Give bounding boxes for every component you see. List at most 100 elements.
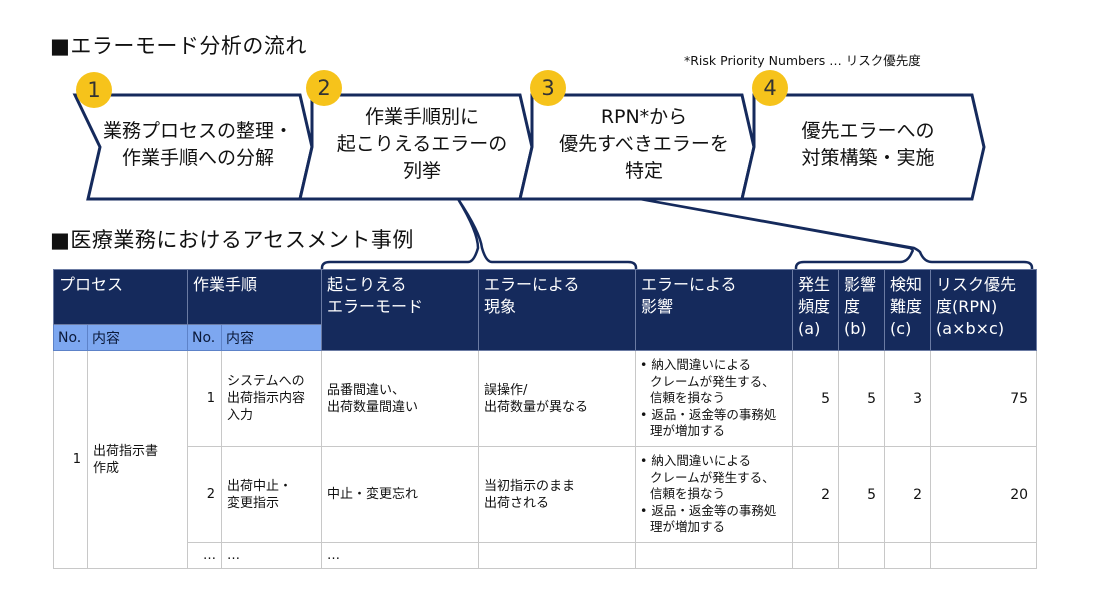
phenomenon-line-1: 当初指示のまま [484,478,576,494]
empty-cell [884,542,932,569]
impact: • 納入間違いによる クレームが発生する、 信頼を損なう • 返品・返金等の事務… [635,446,794,543]
step-content: システムへの 出荷指示内容 入力 [221,350,323,447]
impact-a-line-2: クレームが発生する、 [650,373,775,389]
header-rpn: リスク優先 度(RPN) (a×b×c) [930,269,1038,351]
header-influence-line-1: 影響 [844,275,877,294]
ellipsis-step-content: … [221,542,323,569]
empty-cell [635,542,794,569]
step-3-line-3: 特定 [624,160,663,182]
header-procedure: 作業手順 [187,269,323,325]
rpn-footnote: *Risk Priority Numbers … リスク優先度 [684,53,921,68]
impact-b-line-1: • 返品・返金等の事務処 [640,406,777,422]
table-row: 1 出荷指示書 作成 1 システムへの 出荷指示内容 入力 品番間違い、 出荷数… [53,350,1038,569]
subheader-procedure-no: No. [187,324,223,351]
phenomenon-line-2: 出荷数量が異なる [484,399,589,415]
error-mode: 品番間違い、 出荷数量間違い [321,350,480,447]
step-text-1: 業務プロセスの整理・ 作業手順への分解 [92,118,304,172]
header-rpn-line-1: リスク優先 [936,275,1017,294]
step-text-4: 優先エラーへの 対策構築・実施 [770,118,966,172]
step-content-line-3: 入力 [227,408,254,423]
header-influence-line-3: (b) [844,319,867,338]
assessment-table: プロセス 作業手順 起こりえる エラーモード エラーによる 現象 エラーによる … [52,269,1038,569]
header-frequency: 発生 頻度 (a) [792,269,840,351]
header-frequency-line-1: 発生 [798,275,831,294]
influence-value: 5 [838,446,886,543]
header-influence-line-2: 度 [844,297,861,316]
step-badge-4: 4 [752,70,788,106]
header-detection: 検知 難度 (c) [884,269,932,351]
empty-cell [478,542,637,569]
header-influence: 影響 度 (b) [838,269,886,351]
phenomenon-line-1: 誤操作/ [484,382,528,398]
impact-b-line-2: 理が増加する [650,519,726,535]
header-impact-line-2: 影響 [641,297,674,316]
impact-b-line-1: • 返品・返金等の事務処 [640,502,777,518]
error-mode-line-1: 中止・変更忘れ [327,487,419,502]
header-phenomenon-line-2: 現象 [484,297,517,316]
process-content-line-1: 出荷指示書 [93,443,159,459]
step-2-line-3: 列挙 [402,160,441,182]
impact-a-line-3: 信頼を損なう [650,486,726,502]
process-content: 出荷指示書 作成 [86,350,189,569]
step-content-line-1: システムへの [227,374,305,389]
phenomenon: 当初指示のまま 出荷される [478,446,637,543]
influence-value: 5 [838,350,886,447]
detection-value: 3 [884,350,932,447]
header-error-mode-line-1: 起こりえる [327,275,407,294]
header-phenomenon-line-1: エラーによる [484,275,580,294]
subheader-process-content: 内容 [86,324,189,351]
subheader-process-no: No. [53,324,88,351]
header-impact-line-1: エラーによる [641,275,737,294]
step-badge-3: 3 [530,70,566,106]
header-error-mode: 起こりえる エラーモード [321,269,480,351]
step-content: 出荷中止・ 変更指示 [221,446,323,543]
step-4-line-1: 優先エラーへの [801,120,935,142]
header-frequency-line-3: (a) [798,319,821,338]
connector-bracket-left [320,198,638,273]
assessment-title: ■医療業務におけるアセスメント事例 [50,228,414,252]
empty-cell [838,542,886,569]
step-4-line-2: 対策構築・実施 [801,147,935,169]
ellipsis-step-no: … [187,542,223,569]
step-content-line-2: 変更指示 [227,495,280,511]
empty-cell [930,542,1038,569]
impact-a-line-3: 信頼を損なう [650,390,726,406]
phenomenon: 誤操作/ 出荷数量が異なる [478,350,637,447]
ellipsis-error-mode: … [321,542,480,569]
header-rpn-line-3: (a×b×c) [936,319,1005,338]
error-mode-line-1: 品番間違い、 [327,382,406,398]
error-mode: 中止・変更忘れ [321,446,480,543]
header-detection-line-2: 難度 [890,297,923,316]
table-row-ellipsis: … … … [54,542,1038,569]
step-1-line-2: 作業手順への分解 [121,147,274,169]
step-3-line-1: RPN*から [600,106,688,128]
header-process: プロセス [52,269,189,325]
header-detection-line-3: (c) [890,319,912,338]
impact-a-line-2: クレームが発生する、 [650,469,775,485]
rpn-value: 20 [930,446,1038,543]
phenomenon-line-2: 出荷される [484,495,550,511]
rpn-value: 75 [930,350,1038,447]
impact-b-line-2: 理が増加する [650,423,726,439]
table-row: 2 出荷中止・ 変更指示 中止・変更忘れ 当初指示のまま 出荷される • 納入間… [54,446,1038,543]
header-impact: エラーによる 影響 [635,269,794,351]
error-mode-line-2: 出荷数量間違い [327,399,419,415]
step-text-2: 作業手順別に 起こりえるエラーの 列挙 [322,104,522,185]
header-frequency-line-2: 頻度 [798,297,831,316]
connector-bracket-right [639,197,1034,273]
step-content-line-1: 出荷中止・ [227,478,293,494]
frequency-value: 5 [792,350,840,447]
flow-title: ■エラーモード分析の流れ [50,34,307,58]
step-arrow-4 [740,93,986,201]
step-no: 2 [187,446,223,543]
header-detection-line-1: 検知 [890,275,923,294]
subheader-procedure-content: 内容 [221,324,323,351]
process-no: 1 [53,350,88,569]
header-phenomenon: エラーによる 現象 [478,269,637,351]
step-2-line-2: 起こりえるエラーの [336,133,508,155]
step-3-line-2: 優先すべきエラーを [559,133,729,155]
step-badge-2: 2 [306,70,342,106]
step-text-3: RPN*から 優先すべきエラーを 特定 [544,104,744,185]
step-content-line-2: 出荷指示内容 [227,391,306,406]
header-rpn-line-2: 度(RPN) [936,297,998,316]
